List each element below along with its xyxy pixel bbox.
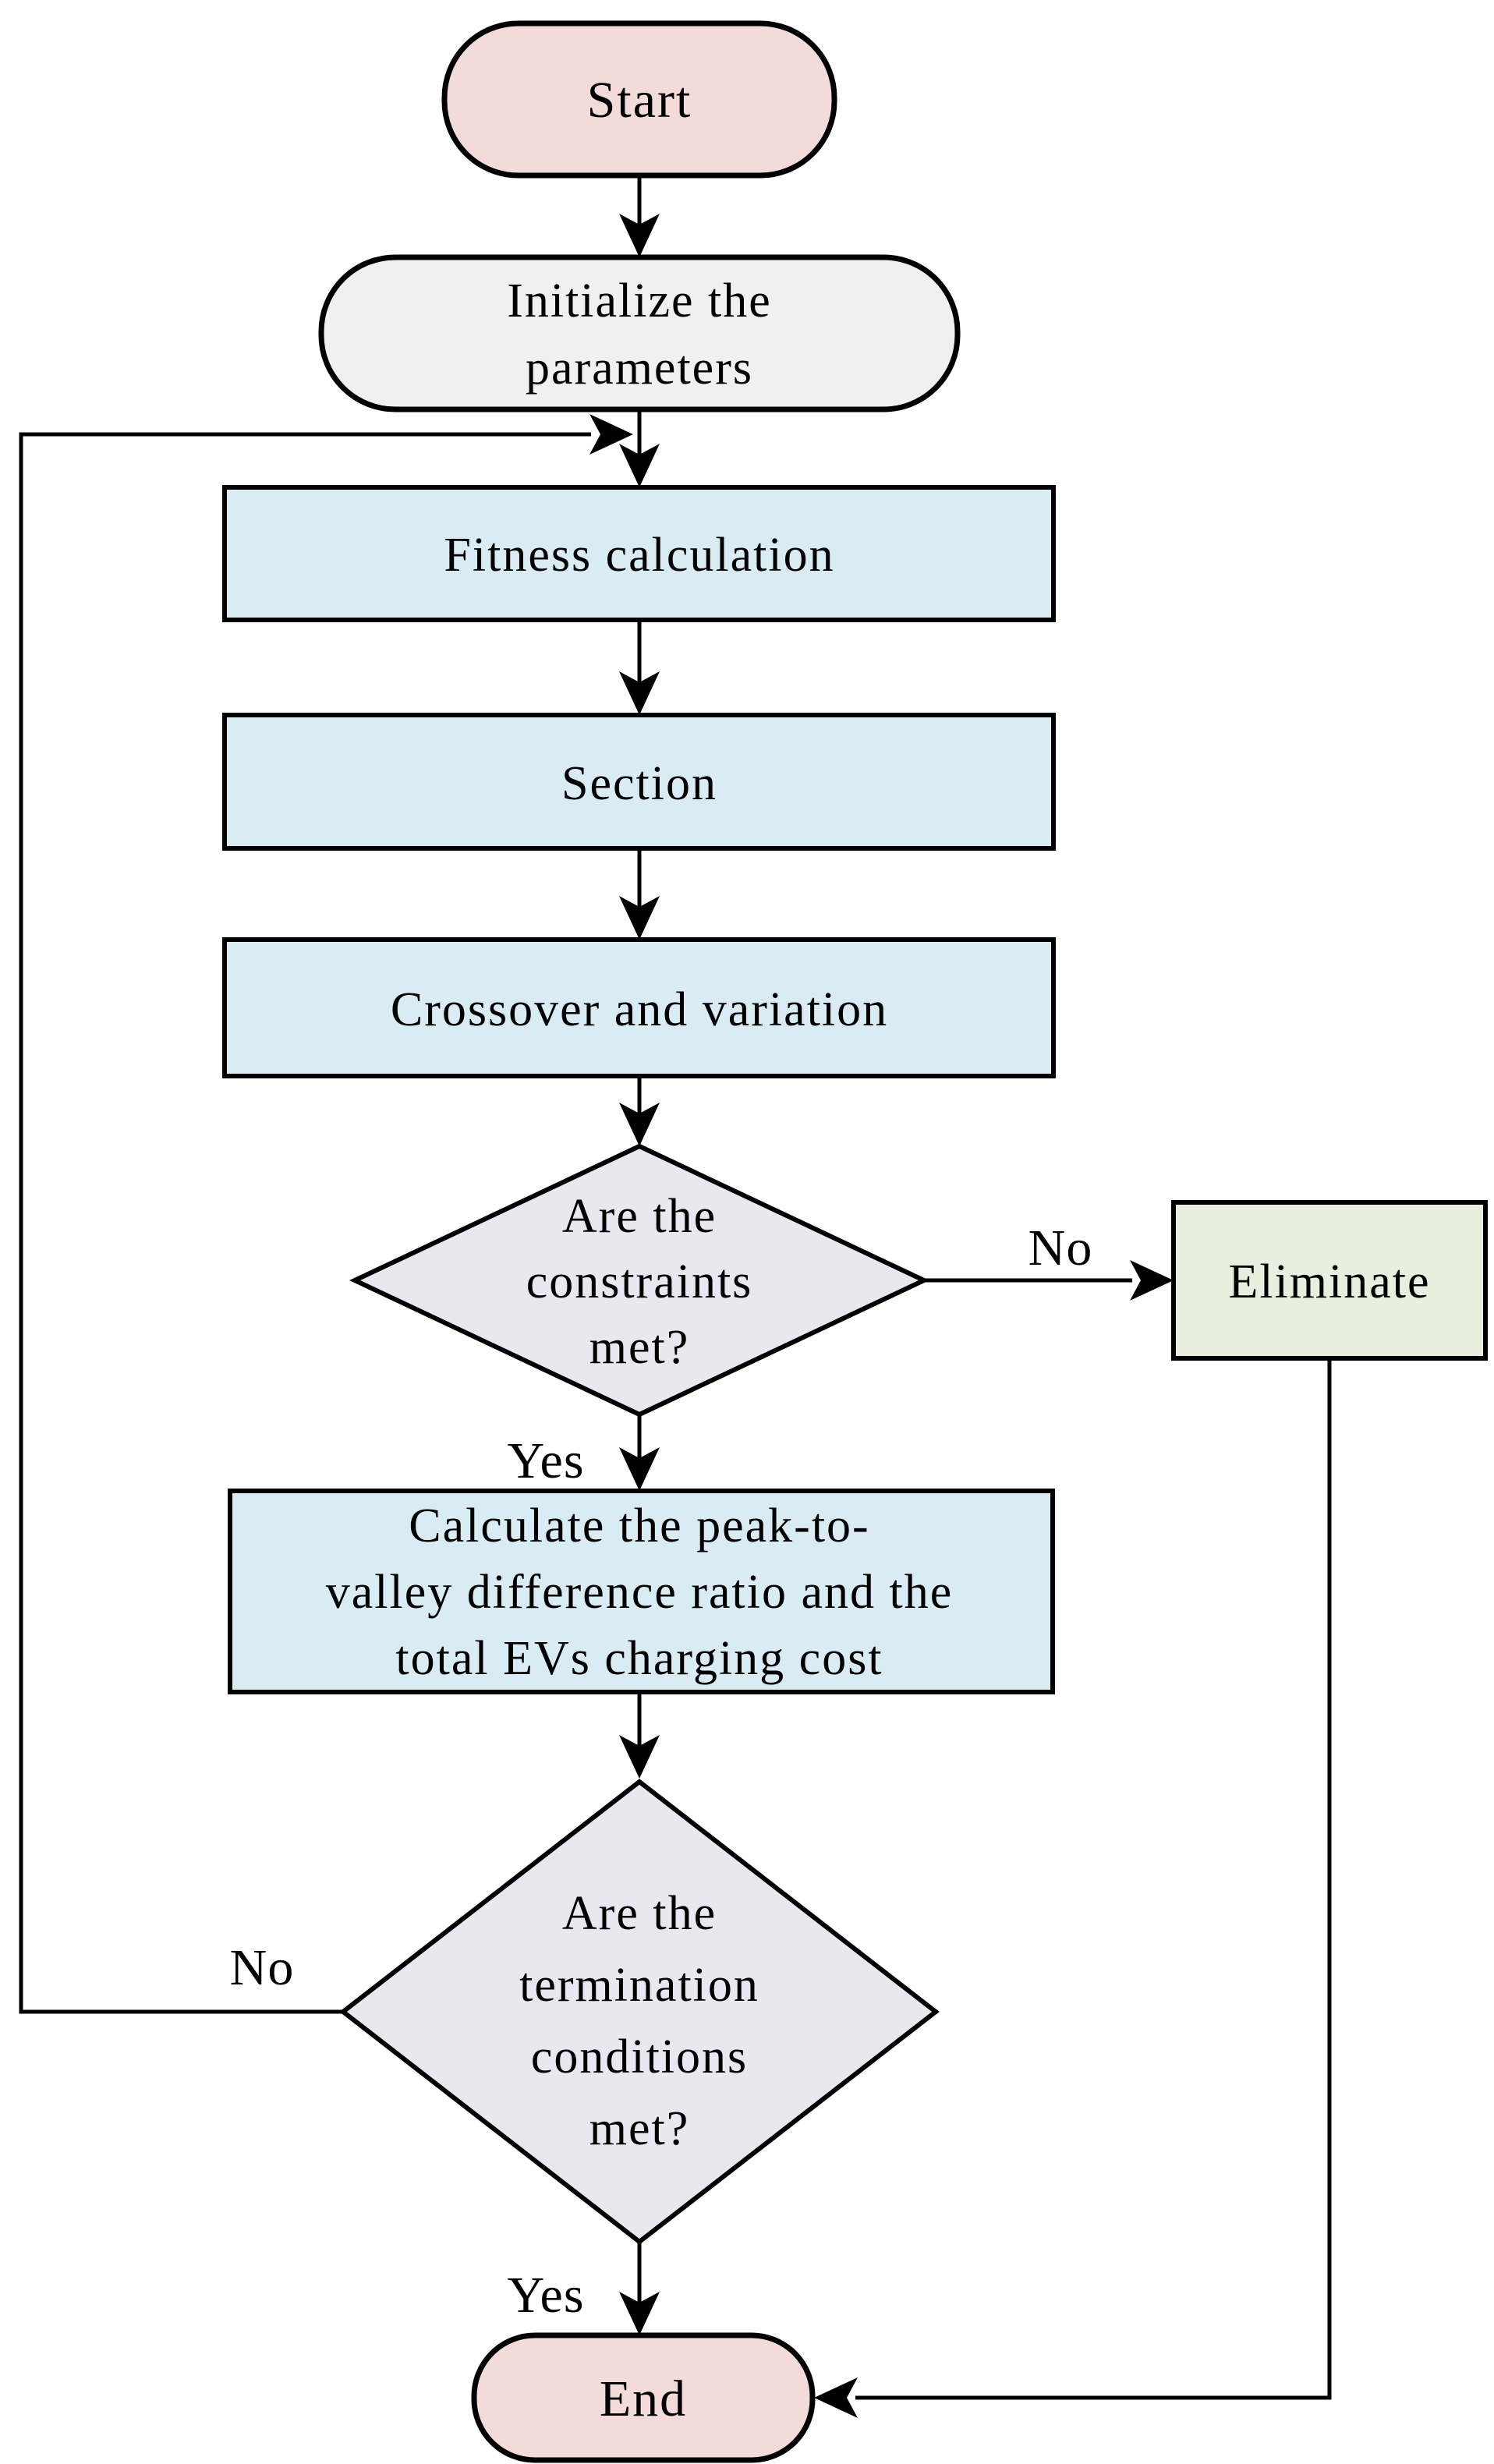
start-node: Start [441, 20, 837, 179]
end-node: End [471, 2332, 816, 2463]
eliminate-label: Eliminate [1228, 1255, 1430, 1308]
initialize-label-line1: Initialize the [507, 274, 772, 327]
calculate-label-line1: Calculate the peak-to- [409, 1499, 869, 1552]
termination-decision-shape [339, 1779, 940, 2245]
arrowhead-crossover-constraints [619, 1103, 660, 1146]
calculate-label-line2: valley difference ratio and the [326, 1566, 954, 1619]
termination-label-line2: termination [519, 1959, 759, 2012]
termination-no-label: No [230, 1939, 295, 1996]
edge-eliminate-end [855, 1358, 1332, 2400]
arrowhead-constraints-yes [619, 1447, 660, 1491]
end-label: End [600, 2370, 687, 2427]
section-label: Section [561, 757, 717, 810]
termination-label-line4: met? [589, 2102, 690, 2155]
start-shape [441, 20, 837, 179]
arrowhead-into-fitness [619, 444, 660, 487]
calculate-label-line3: total EVs charging cost [395, 1632, 883, 1685]
constraints-label-line3: met? [589, 1321, 690, 1374]
fitness-shape [222, 485, 1056, 622]
eliminate-shape [1171, 1200, 1488, 1361]
crossover-shape [222, 937, 1056, 1078]
termination-label-line1: Are the [562, 1887, 717, 1940]
edges [19, 175, 1332, 2418]
start-label: Start [587, 72, 692, 129]
initialize-label-line2: parameters [526, 342, 753, 395]
constraints-label-line1: Are the [562, 1190, 717, 1243]
arrowhead-feedback-junction [589, 414, 633, 455]
initialize-node: Initialize the parameters [318, 254, 961, 412]
termination-decision-node: Are the termination conditions met? [339, 1779, 940, 2245]
constraints-no-label: No [1028, 1220, 1093, 1276]
calculate-node: Calculate the peak-to- valley difference… [228, 1489, 1055, 1694]
constraints-decision-node: Are the constraints met? [349, 1143, 930, 1418]
eliminate-node: Eliminate [1171, 1200, 1488, 1361]
crossover-node: Crossover and variation [222, 937, 1056, 1078]
end-shape [471, 2332, 816, 2463]
arrowhead-constraints-no [1130, 1260, 1174, 1301]
crossover-label: Crossover and variation [391, 983, 888, 1036]
termination-label-line3: conditions [531, 2030, 748, 2083]
fitness-node: Fitness calculation [222, 485, 1056, 622]
arrowhead-calculate-termination [619, 1735, 660, 1779]
arrowhead-into-end [619, 2292, 660, 2335]
constraints-label-line2: constraints [526, 1255, 753, 1308]
section-shape [222, 713, 1056, 851]
arrowhead-start-initialize [619, 214, 660, 257]
fitness-label: Fitness calculation [444, 529, 834, 582]
initialize-shape [318, 254, 961, 412]
arrowhead-section-crossover [619, 896, 660, 940]
section-node: Section [222, 713, 1056, 851]
arrowhead-fitness-section [619, 671, 660, 715]
calculate-shape [228, 1489, 1055, 1694]
termination-yes-label: Yes [507, 2267, 584, 2324]
edge-feedback-loop [19, 432, 591, 2014]
constraints-yes-label: Yes [507, 1432, 584, 1489]
arrowhead-eliminate-end [814, 2377, 858, 2418]
constraints-decision-shape [349, 1143, 930, 1418]
